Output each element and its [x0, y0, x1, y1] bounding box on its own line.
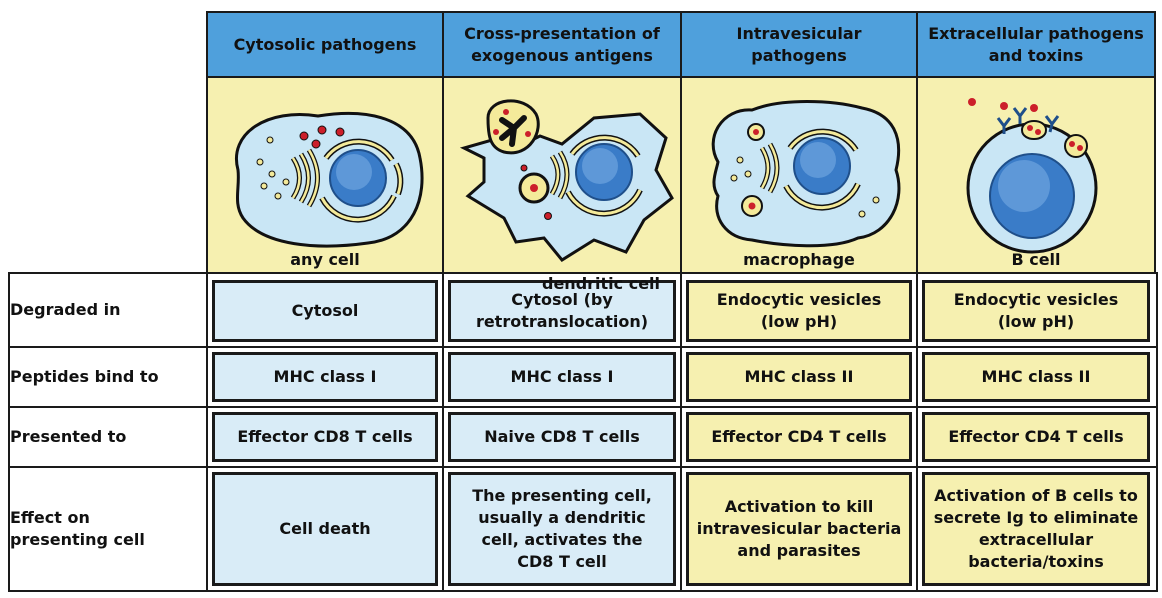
cell-type-label: dendritic cell	[542, 274, 661, 293]
cell-presented-intravesicular: Effector CD4 T cells	[686, 412, 912, 462]
cell-text: The presenting cell, usually a dendritic…	[472, 486, 652, 571]
cell-effect-intravesicular: Activation to kill intravesicular bacter…	[686, 472, 912, 586]
cell-text: Activation of B cells to secrete Ig to e…	[933, 486, 1139, 571]
cell-presented-cytosolic: Effector CD8 T cells	[212, 412, 438, 462]
cell-text: Endocytic vesicles (low pH)	[953, 290, 1119, 331]
b-cell-illustration	[966, 98, 1098, 254]
illustration-dendritic-cell	[442, 76, 682, 274]
header-label: Extracellular pathogens and toxins	[928, 23, 1144, 65]
cell-effect-cross-presentation: The presenting cell, usually a dendritic…	[448, 472, 676, 586]
cell-presented-cross-presentation: Naive CD8 T cells	[448, 412, 676, 462]
cell-degraded-extracellular: Endocytic vesicles (low pH)	[922, 280, 1150, 342]
column-divider	[916, 272, 918, 592]
column-divider	[206, 272, 208, 592]
header-label: Cross-presentation of exogenous antigens	[464, 23, 660, 65]
illustration-b-cell: B cell	[916, 76, 1156, 274]
header-extracellular-pathogens: Extracellular pathogens and toxins	[916, 11, 1156, 78]
row-label: Presented to	[10, 427, 127, 446]
cell-text: Activation to kill intravesicular bacter…	[696, 497, 902, 560]
cell-degraded-cytosolic: Cytosol	[212, 280, 438, 342]
header-cytosolic-pathogens: Cytosolic pathogens	[206, 11, 444, 78]
any-cell-illustration	[235, 112, 424, 248]
column-divider	[442, 272, 444, 592]
header-intravesicular-pathogens: Intravesicular pathogens	[680, 11, 918, 78]
row-label: Degraded in	[10, 300, 121, 319]
cell-text: Endocytic vesicles (low pH)	[716, 290, 882, 331]
header-label: Intravesicular pathogens	[736, 23, 862, 65]
header-cross-presentation: Cross-presentation of exogenous antigens	[442, 11, 682, 78]
header-label: Cytosolic pathogens	[233, 34, 417, 54]
cell-text: Cytosol (by retrotranslocation)	[475, 290, 649, 331]
cell-presented-extracellular: Effector CD4 T cells	[922, 412, 1150, 462]
cell-effect-cytosolic: Cell death	[212, 472, 438, 586]
macrophage-illustration	[711, 100, 901, 248]
cell-peptides-extracellular: MHC class II	[922, 352, 1150, 402]
column-divider	[680, 272, 682, 592]
cell-degraded-intravesicular: Endocytic vesicles (low pH)	[686, 280, 912, 342]
row-label: Peptides bind to	[10, 367, 159, 386]
cell-peptides-cross-presentation: MHC class I	[448, 352, 676, 402]
cell-type-label: B cell	[1011, 250, 1061, 269]
row-label: Effect on presenting cell	[10, 508, 145, 549]
cell-effect-extracellular: Activation of B cells to secrete Ig to e…	[922, 472, 1150, 586]
cell-degraded-cross-presentation: Cytosol (by retrotranslocation)	[448, 280, 676, 342]
illustration-any-cell: any cell	[206, 76, 444, 274]
illustration-macrophage: macrophage	[680, 76, 918, 274]
cell-type-label: any cell	[290, 250, 360, 269]
cell-peptides-cytosolic: MHC class I	[212, 352, 438, 402]
cell-type-label: macrophage	[743, 250, 855, 269]
cell-peptides-intravesicular: MHC class II	[686, 352, 912, 402]
dendritic-cell-illustration	[459, 99, 674, 262]
